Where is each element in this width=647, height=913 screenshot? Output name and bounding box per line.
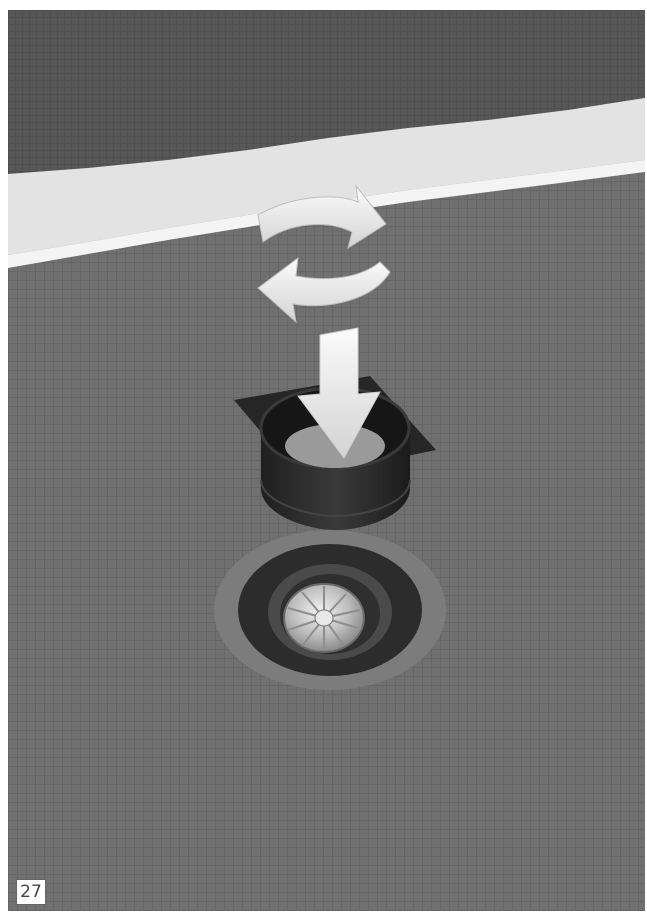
step-number: 27 xyxy=(16,879,46,905)
floor-drain xyxy=(214,530,446,690)
installation-illustration xyxy=(8,10,645,911)
drain-grate xyxy=(284,584,364,652)
illustration-frame: 27 xyxy=(8,10,645,911)
